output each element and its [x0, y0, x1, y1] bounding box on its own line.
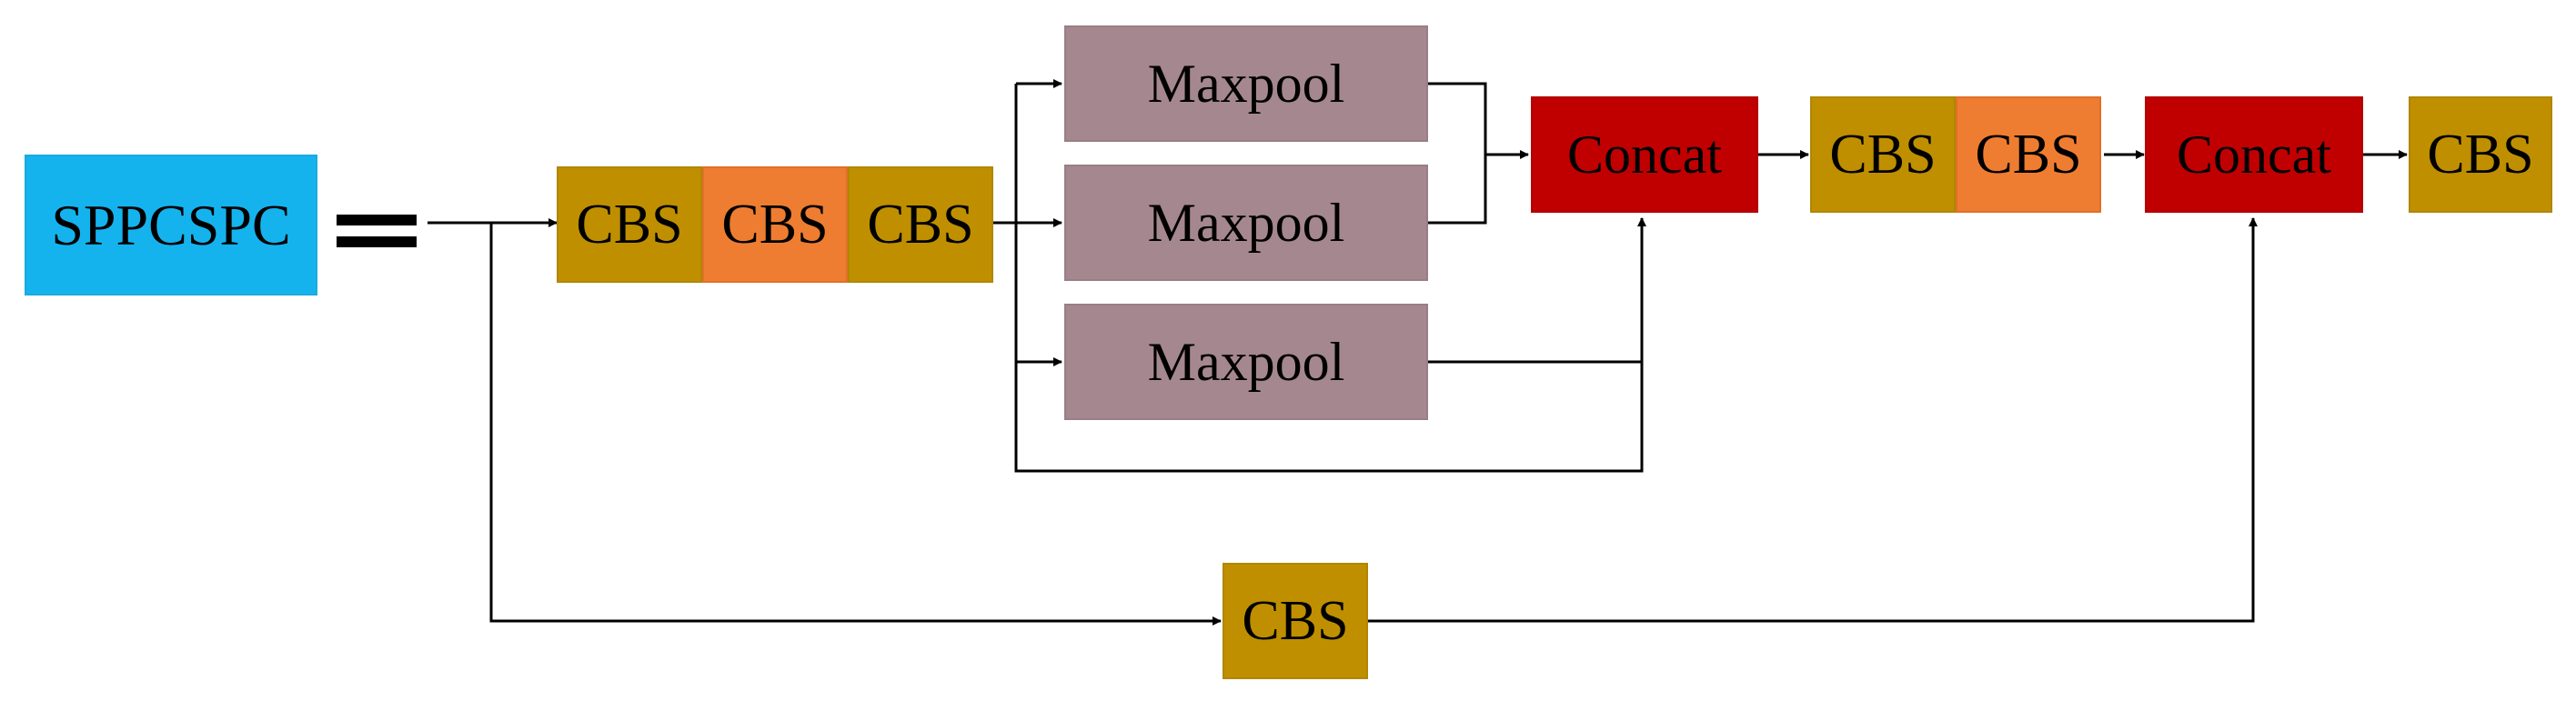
concat-block-1: Concat [1531, 96, 1758, 213]
cbs-block-2: CBS [702, 166, 848, 283]
cbs-block-5: CBS [1956, 96, 2101, 213]
shortcut-branch-line [489, 223, 1222, 626]
bottom-cbs-output-line [1368, 217, 2258, 623]
sppcspc-label-box: SPPCSPC [25, 155, 317, 295]
maxpool-block-2: Maxpool [1064, 165, 1428, 281]
maxpool-block-1: Maxpool [1064, 25, 1428, 142]
concat-block-2: Concat [2145, 96, 2363, 213]
cbs-block-3: CBS [848, 166, 993, 283]
cbs-block-1: CBS [557, 166, 702, 283]
maxpool-1-output-line [1428, 82, 1529, 159]
cbs-block-final: CBS [2409, 96, 2552, 213]
cbs-block-4: CBS [1810, 96, 1956, 213]
cbs-block-shortcut: CBS [1223, 563, 1368, 679]
maxpool-block-3: Maxpool [1064, 304, 1428, 420]
maxpool-2-output-line [1428, 155, 1487, 225]
equals-bar-top [337, 215, 417, 225]
equals-bar-bottom [337, 236, 417, 247]
split-vertical-line [1014, 84, 1644, 473]
